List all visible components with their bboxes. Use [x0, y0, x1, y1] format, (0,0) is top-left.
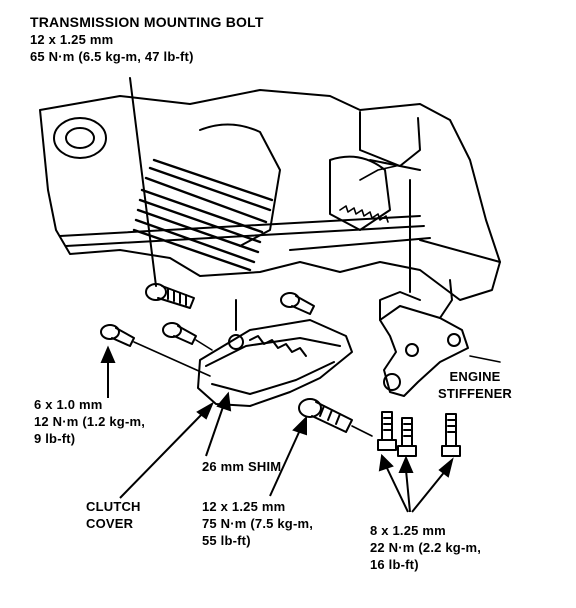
- small-bolt-size: 6 x 1.0 mm: [34, 397, 103, 412]
- oil-pan-fins: [132, 158, 274, 272]
- small-bolt-torque-2: 9 lb-ft): [34, 431, 76, 446]
- shim-text: 26 mm SHIM: [202, 459, 282, 474]
- engine-stiffener: [379, 179, 469, 397]
- mid-bolt-torque-1: 75 N·m (7.5 kg-m,: [202, 516, 314, 531]
- mid-bolt-torque-2: 55 lb-ft): [202, 533, 251, 548]
- transmission-bolt-lower: [145, 283, 195, 309]
- shim-label: 26 mm SHIM: [202, 458, 281, 475]
- mid-bolt-size: 12 x 1.25 mm: [202, 499, 286, 514]
- transmission-bolt-title: TRANSMISSION MOUNTING BOLT: [30, 14, 264, 30]
- mid-bolt: [298, 398, 373, 437]
- transmission-bolt-label: TRANSMISSION MOUNTING BOLT 12 x 1.25 mm …: [30, 14, 264, 65]
- engine-block: [39, 89, 501, 301]
- stiffener-bolts-torque-2: 16 lb-ft): [370, 557, 419, 572]
- clutch-bolts: [100, 292, 315, 347]
- engine-stiffener-label: ENGINE STIFFENER: [438, 368, 512, 402]
- small-bolt-label: 6 x 1.0 mm 12 N·m (1.2 kg-m, 9 lb-ft): [34, 396, 145, 447]
- stiffener-bolts: [377, 411, 461, 457]
- clutch-cover-line1: CLUTCH: [86, 499, 141, 514]
- stiffener-bolts-label: 8 x 1.25 mm 22 N·m (2.2 kg-m, 16 lb-ft): [370, 522, 481, 573]
- clutch-cover-line2: COVER: [86, 516, 134, 531]
- mid-bolt-label: 12 x 1.25 mm 75 N·m (7.5 kg-m, 55 lb-ft): [202, 498, 313, 549]
- transmission-bolt-torque: 65 N·m (6.5 kg-m, 47 lb-ft): [30, 49, 194, 64]
- engine-stiffener-line2: STIFFENER: [438, 386, 513, 401]
- clutch-cover: [197, 299, 353, 407]
- stiffener-bolts-size: 8 x 1.25 mm: [370, 523, 446, 538]
- engine-stiffener-line1: ENGINE: [449, 369, 501, 384]
- clutch-cover-label: CLUTCH COVER: [86, 498, 141, 532]
- small-bolt-torque-1: 12 N·m (1.2 kg-m,: [34, 414, 146, 429]
- flywheel-teeth: [339, 165, 397, 223]
- transmission-bolt-size: 12 x 1.25 mm: [30, 32, 114, 47]
- stiffener-bolts-torque-1: 22 N·m (2.2 kg-m,: [370, 540, 482, 555]
